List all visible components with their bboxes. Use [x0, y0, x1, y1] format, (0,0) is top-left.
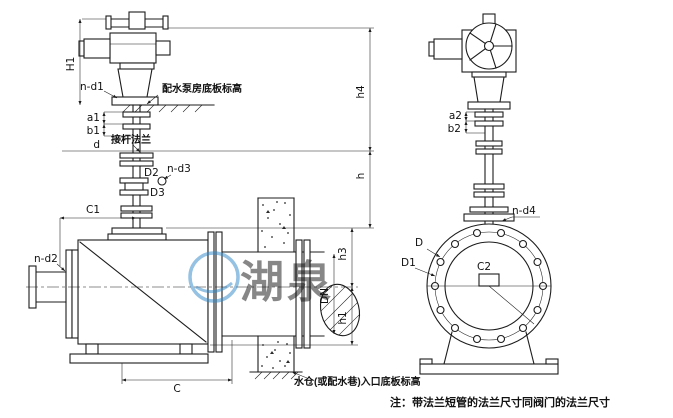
dim-label-h1: h1 — [337, 311, 349, 324]
leader-stem-flange — [132, 144, 141, 153]
leader-n-d4 — [501, 216, 513, 222]
side-view — [419, 13, 559, 375]
dim-label-D: D — [415, 237, 423, 249]
support-base-side — [419, 331, 559, 375]
concrete-texture — [261, 201, 291, 369]
floor-line-pump-room — [117, 104, 215, 113]
valve-flange-side — [426, 223, 552, 349]
dim-label-n-d4: n-d4 — [512, 205, 536, 217]
drawing-note: 注：带法兰短管的法兰尺寸同阀门的法兰尺寸 — [390, 395, 610, 409]
bolt-hole-detail — [157, 176, 167, 186]
leader-n-d2 — [56, 263, 66, 272]
dim-label-DN: DN — [319, 288, 331, 304]
dim-label-a2: a2 — [449, 110, 462, 122]
watermark: 湖泉 — [188, 251, 334, 307]
wall-section — [249, 197, 303, 380]
dim-label-C1: C1 — [86, 204, 100, 216]
pipe-outlet-section — [315, 280, 365, 340]
leader-D1 — [414, 267, 436, 277]
leader-sump-floor — [291, 371, 308, 379]
actuator-front — [78, 11, 171, 70]
leader-n-d3 — [163, 174, 172, 180]
valve-body-front — [28, 227, 209, 345]
leader-n-d1 — [103, 90, 118, 99]
dim-label-a1: a1 — [87, 112, 100, 124]
dim-label-h4: h4 — [355, 85, 367, 99]
dim-label-n-d3: n-d3 — [167, 163, 191, 175]
dim-label-C2: C2 — [477, 261, 491, 273]
dim-label-h: h — [355, 173, 367, 180]
yoke-front — [111, 68, 159, 106]
center-hub — [478, 273, 500, 287]
dim-label-D1: D1 — [401, 257, 416, 269]
support-base-front — [69, 343, 209, 364]
dim-label-b1: b1 — [87, 125, 100, 137]
dim-label-D2: D2 — [144, 167, 159, 179]
watermark-text: 湖泉 — [240, 258, 334, 307]
annotation-pump-room-floor: 配水泵房底板标高 — [162, 82, 242, 95]
annotation-stem-flange: 接杆法兰 — [111, 133, 151, 146]
leader-D — [426, 248, 441, 258]
watermark-logo-icon — [188, 251, 240, 303]
dim-label-H1: H1 — [65, 57, 77, 72]
annotation-sump-inlet-floor: 水仓(或配水巷)入口底板标高 — [293, 375, 421, 388]
stem-coupling — [119, 176, 167, 196]
dimensions: H1 n-d1 a1 b1 d D2 n-d3 D3 C1 n-d2 C DN … — [26, 18, 610, 409]
dim-label-n-d1: n-d1 — [80, 81, 104, 93]
dim-label-C: C — [173, 383, 180, 395]
leader-pump-room-floor — [146, 94, 159, 105]
stem-side — [463, 108, 515, 225]
dim-label-h3: h3 — [337, 247, 349, 260]
watermark-logo-swoosh — [195, 281, 233, 294]
flange-bolt-holes — [430, 228, 548, 344]
dim-label-n-d2: n-d2 — [34, 253, 58, 265]
stem-front — [119, 104, 167, 229]
dim-label-D3: D3 — [150, 187, 165, 199]
dim-label-d: d — [93, 139, 100, 151]
actuator-side — [428, 13, 517, 110]
dim-label-b2: b2 — [448, 123, 461, 135]
front-view — [28, 11, 365, 380]
